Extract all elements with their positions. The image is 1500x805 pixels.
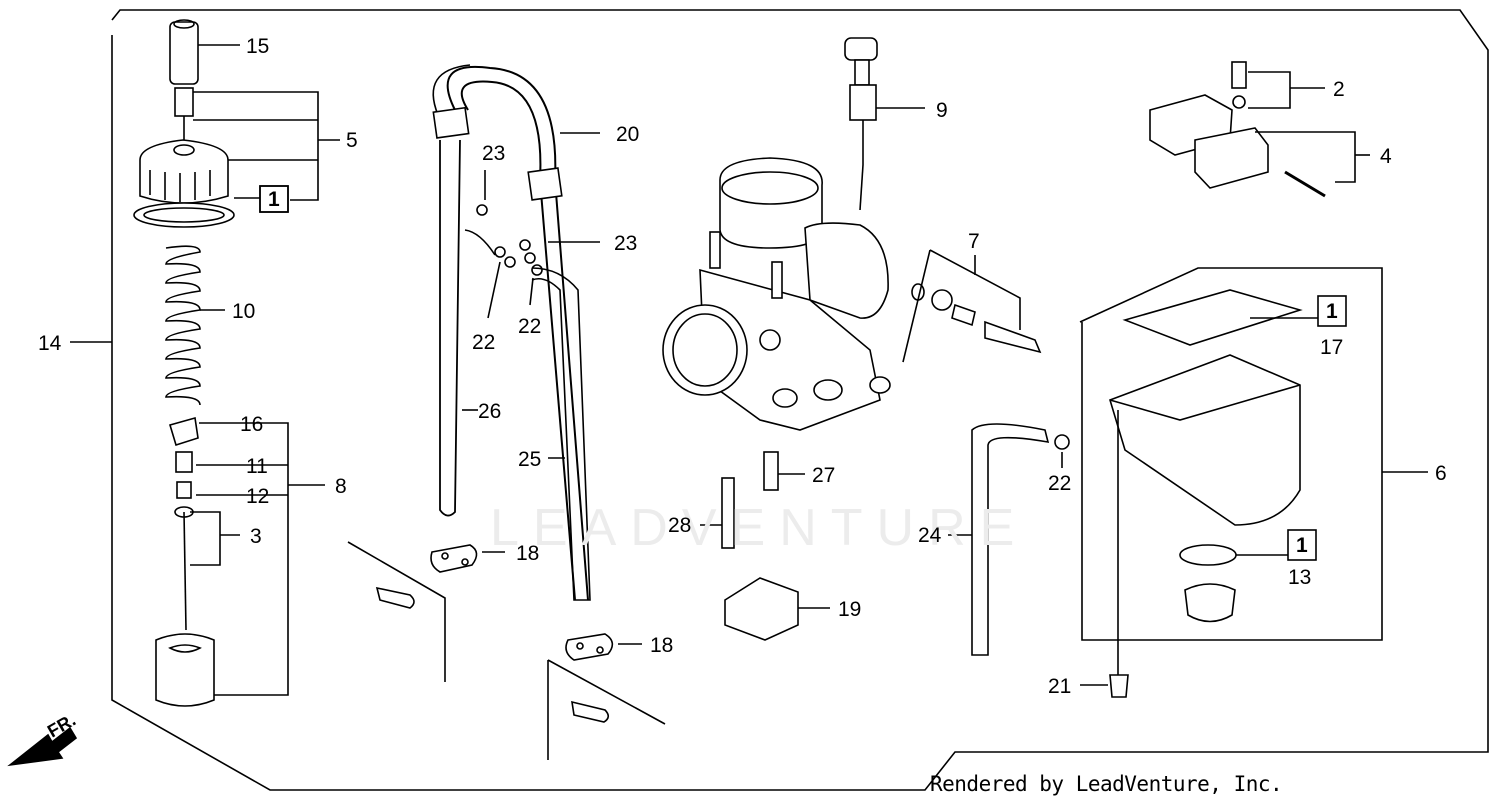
label-21: 21 <box>1048 675 1071 698</box>
label-14: 14 <box>38 332 62 355</box>
ref-box-1-a <box>259 185 289 213</box>
label-2: 2 <box>1333 78 1345 101</box>
part-28-needle-jet <box>700 477 735 549</box>
part-6-float-bowl-group <box>1079 267 1428 698</box>
label-22-c: 22 <box>1048 472 1071 495</box>
part-20-vent-tube <box>432 64 600 601</box>
label-5: 5 <box>346 129 358 152</box>
footer-credit: Rendered by LeadVenture, Inc. <box>930 772 1283 796</box>
part-18-gaskets <box>347 541 666 760</box>
outer-frame <box>111 9 1489 791</box>
front-arrow-label: FR. <box>44 710 79 742</box>
label-15: 15 <box>246 35 269 58</box>
front-arrow-icon <box>7 726 78 767</box>
part-10-spring <box>165 245 225 406</box>
label-16: 16 <box>240 413 263 436</box>
label-28: 28 <box>668 514 691 537</box>
part-8-throttle-slide-group <box>155 416 325 707</box>
label-7: 7 <box>968 230 980 253</box>
part-15-cap-nut <box>169 19 240 85</box>
part-27-jet <box>763 451 805 491</box>
part-19-float-valve-seat <box>724 577 830 641</box>
label-13: 13 <box>1288 566 1311 589</box>
part-2-float-valve <box>1231 61 1325 109</box>
label-26: 26 <box>478 400 501 423</box>
part-24-overflow-tube <box>948 423 1070 656</box>
label-22-a: 22 <box>472 331 495 354</box>
part-9-adjuster <box>844 37 925 211</box>
label-19: 19 <box>838 598 861 621</box>
label-11: 11 <box>246 455 268 478</box>
part-4-float <box>1149 94 1370 198</box>
label-8: 8 <box>335 475 347 498</box>
label-17: 17 <box>1320 336 1343 359</box>
part-25-tube <box>531 267 591 601</box>
label-18-a: 18 <box>516 542 539 565</box>
label-1-oring: 1 <box>1296 534 1308 557</box>
part-7-pilot-screw <box>902 249 1042 363</box>
label-10: 10 <box>232 300 255 323</box>
watermark: LEADVENTURE <box>490 499 1029 557</box>
carburetor-body <box>662 157 891 431</box>
part-26-tube <box>439 139 496 517</box>
label-23-a: 23 <box>482 142 505 165</box>
label-9: 9 <box>936 99 948 122</box>
label-24: 24 <box>918 524 942 547</box>
label-12: 12 <box>246 485 269 508</box>
clips-22-23 <box>462 170 600 411</box>
label-4: 4 <box>1380 145 1392 168</box>
label-1-gasket: 1 <box>1326 300 1338 323</box>
label-22-b: 22 <box>518 315 541 338</box>
label-23-b: 23 <box>614 232 637 255</box>
label-20: 20 <box>616 123 639 146</box>
part-5-top-cap <box>133 87 340 228</box>
label-3: 3 <box>250 525 262 548</box>
label-1-top: 1 <box>268 188 280 211</box>
label-25: 25 <box>518 448 541 471</box>
label-6: 6 <box>1435 462 1447 485</box>
label-27: 27 <box>812 464 835 487</box>
label-18-b: 18 <box>650 634 673 657</box>
